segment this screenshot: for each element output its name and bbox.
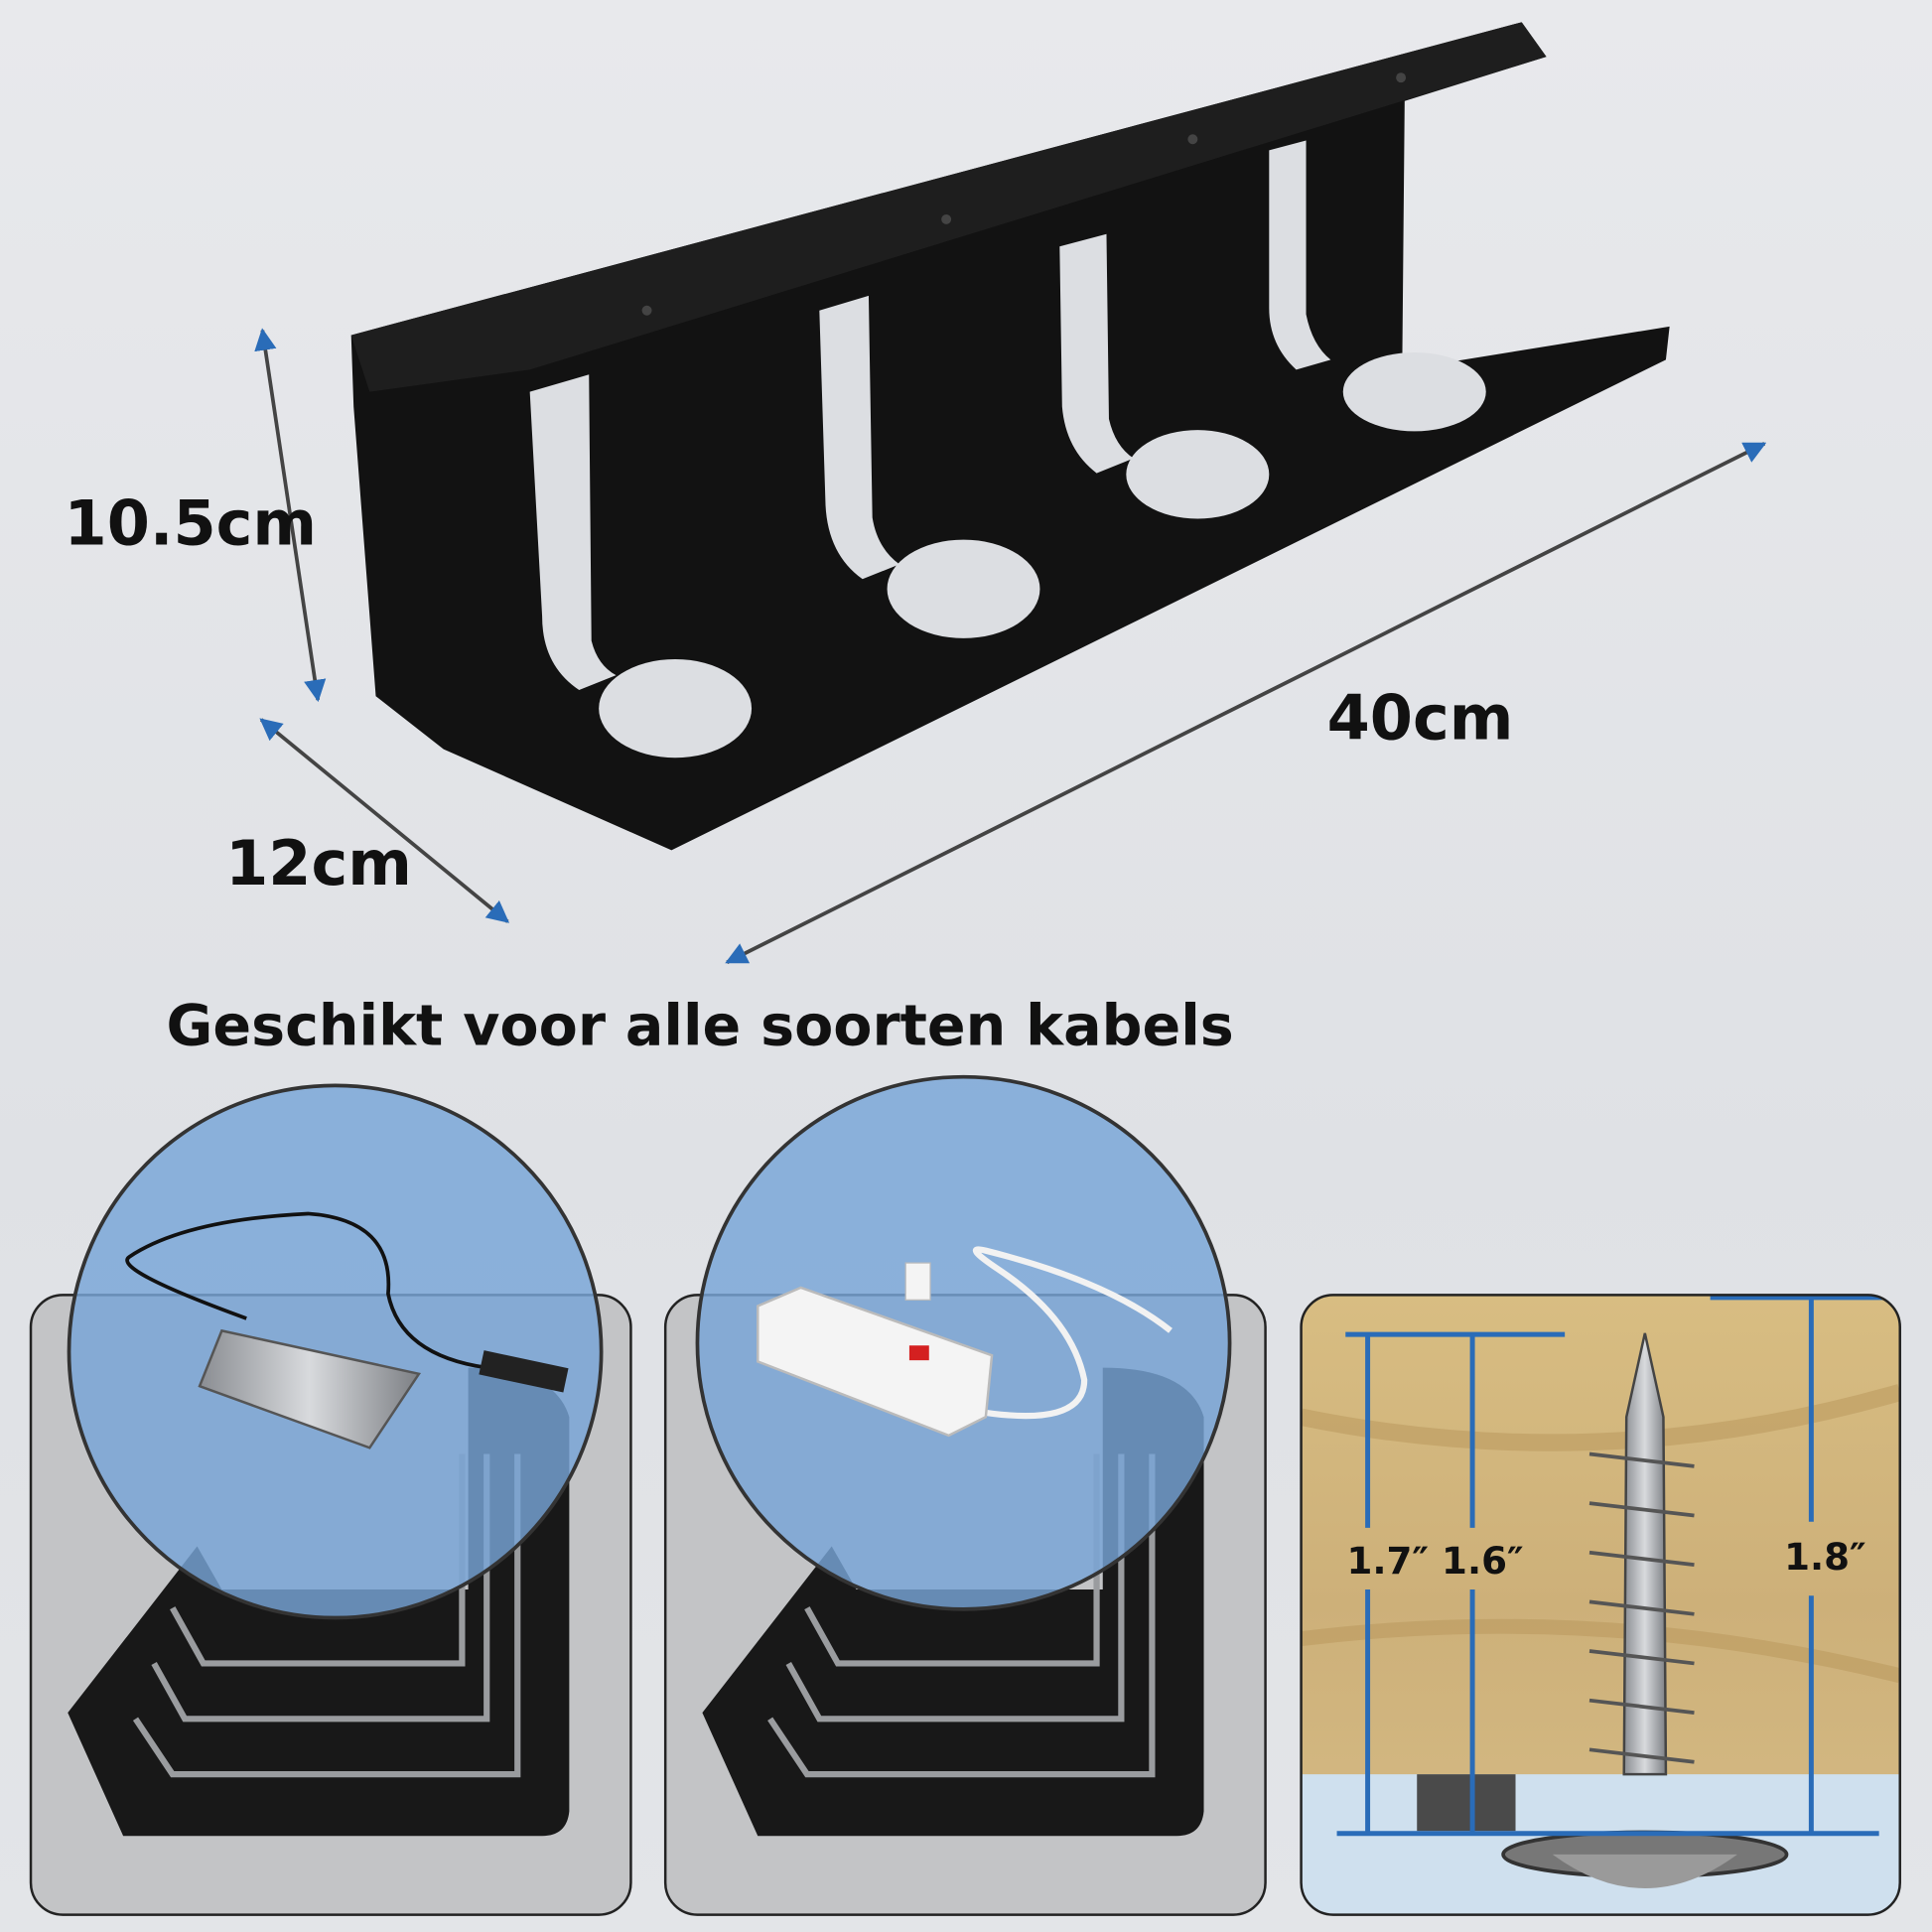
panel-screw-length: 1.7″ 1.6″ 1.8″ — [1300, 1294, 1901, 1916]
length-label: 40cm — [1327, 682, 1514, 755]
screw-icon — [1501, 1332, 1789, 1888]
height-label: 10.5cm — [65, 487, 318, 560]
hard-drive-icon — [198, 1328, 422, 1449]
headline: Geschikt voor alle soorten kabels — [167, 993, 1234, 1058]
power-strip-highlight-circle — [695, 1074, 1232, 1611]
panel-power-strip — [663, 1074, 1267, 1916]
power-strip-icon — [757, 1286, 994, 1438]
depth-arrow — [259, 718, 510, 923]
length-arrow — [725, 442, 1767, 964]
screw-length-label-1: 1.7″ — [1346, 1539, 1429, 1583]
measurement-lines — [1336, 1295, 1900, 1837]
depth-label: 12cm — [225, 827, 412, 899]
panel-hard-drive — [29, 1083, 632, 1916]
height-arrow — [254, 328, 327, 703]
screw-length-label-2: 1.6″ — [1442, 1539, 1524, 1583]
cable-tray-bracket — [350, 22, 1670, 851]
hard-drive-highlight-circle — [67, 1083, 604, 1620]
screw-length-label-3: 1.8″ — [1784, 1535, 1866, 1579]
